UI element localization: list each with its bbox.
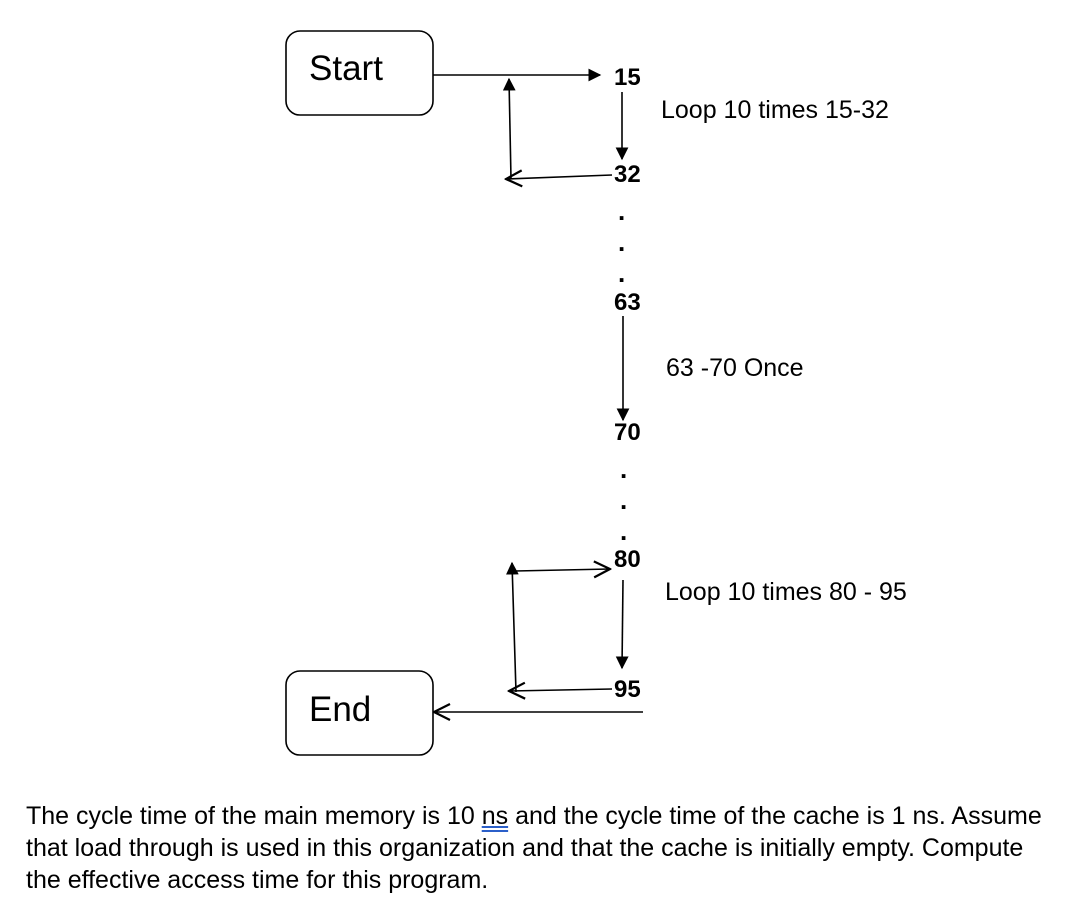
ns-word: ns bbox=[481, 802, 509, 830]
arrow-into-80 bbox=[514, 569, 610, 571]
arrow-loop-back-95 bbox=[509, 689, 613, 691]
start-box: Start bbox=[285, 30, 434, 116]
ellipsis-dot: . bbox=[618, 258, 625, 288]
problem-text-part1: The cycle time of the main memory is 10 bbox=[26, 802, 482, 830]
annotation-loop-15-32: Loop 10 times 15-32 bbox=[661, 96, 889, 124]
node-70: 70 bbox=[614, 419, 641, 446]
node-32: 32 bbox=[614, 161, 641, 188]
problem-text-part2: and the cycle time of the cache is 1 ns.… bbox=[26, 802, 1042, 894]
arrow-loop-up-to-15 bbox=[502, 77, 516, 180]
start-label: Start bbox=[309, 49, 383, 88]
ellipsis-dot: . bbox=[618, 227, 625, 257]
ellipsis-dot: . bbox=[620, 454, 627, 484]
annotation-once-63-70: 63 -70 Once bbox=[666, 354, 804, 382]
annotation-loop-80-95: Loop 10 times 80 - 95 bbox=[665, 578, 907, 606]
end-label: End bbox=[309, 690, 371, 729]
end-box: End bbox=[285, 670, 434, 756]
arrow-loop-up-to-80 bbox=[505, 561, 519, 693]
node-63: 63 bbox=[614, 289, 641, 316]
problem-statement: The cycle time of the main memory is 10 … bbox=[26, 800, 1046, 896]
node-95: 95 bbox=[614, 676, 641, 703]
ellipsis-dot: . bbox=[620, 516, 627, 546]
node-15: 15 bbox=[614, 64, 641, 91]
ellipsis-dot: . bbox=[620, 485, 627, 515]
arrow-80-to-95 bbox=[615, 579, 629, 670]
arrow-loop-back-32 bbox=[506, 175, 613, 179]
node-80: 80 bbox=[614, 546, 641, 573]
ellipsis-dot: . bbox=[618, 196, 625, 226]
